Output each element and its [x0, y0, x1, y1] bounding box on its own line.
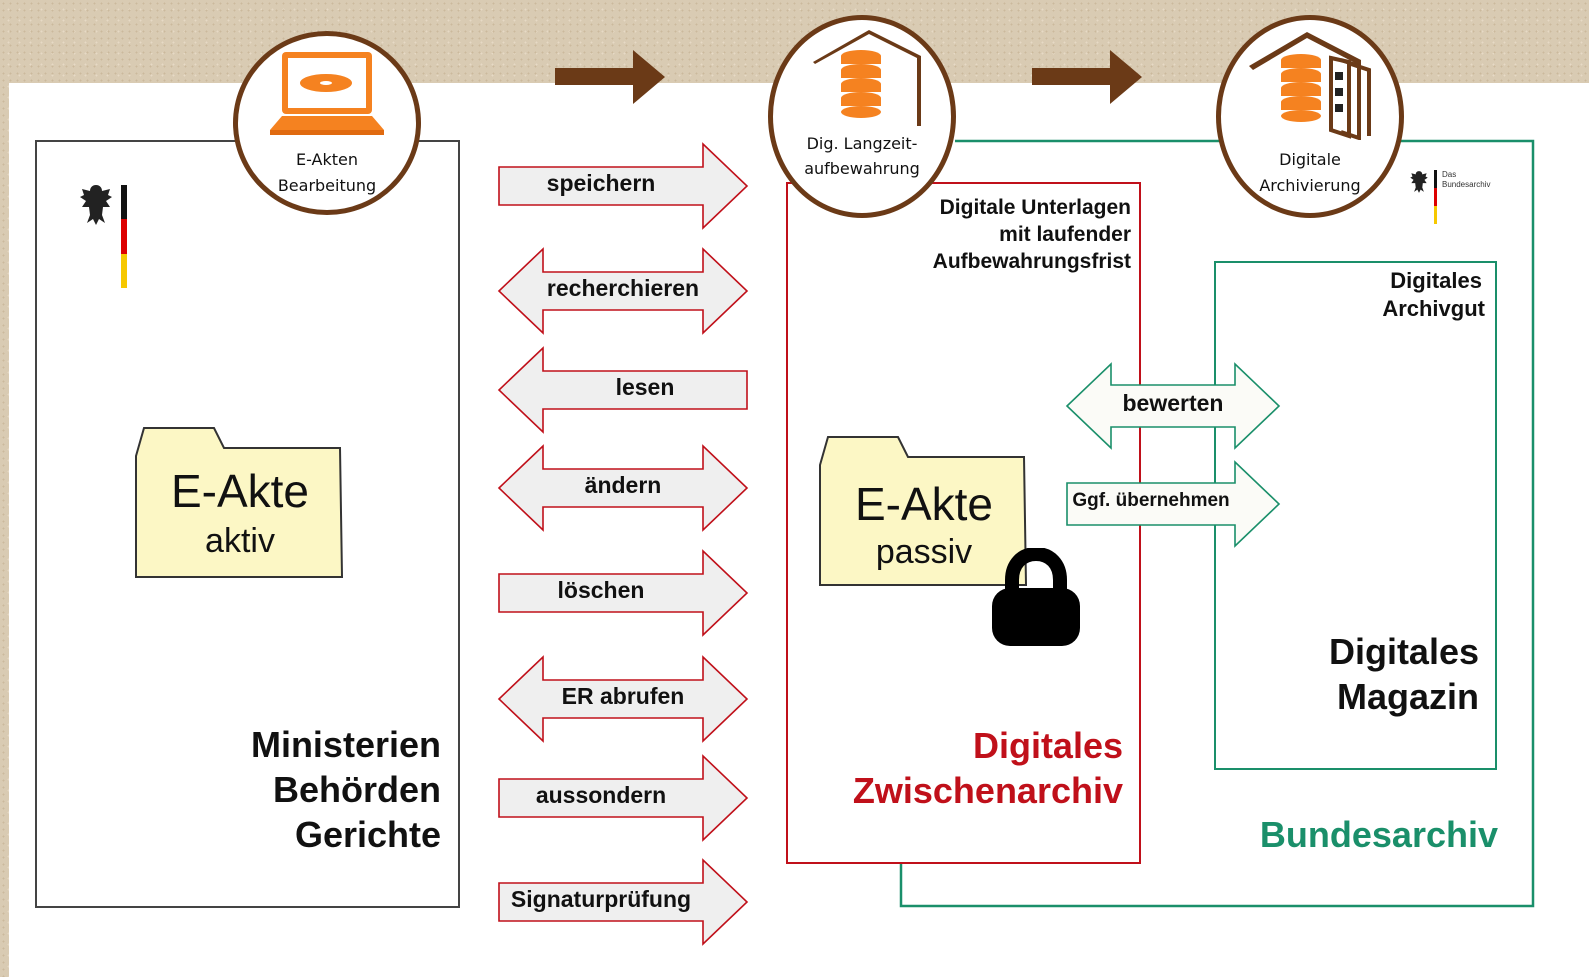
authorities-line-3: Gerichte [294, 814, 441, 855]
stage-storage-caption-1: Dig. Langzeit- [806, 134, 918, 153]
stage-circle-storage: Dig. Langzeit- aufbewahrung [768, 15, 956, 218]
stage-editing-caption-1: E-Akten [296, 150, 358, 169]
bundesarchiv-logo-line-2: Bundesarchiv [1442, 180, 1491, 189]
action-arrow-8 [498, 858, 749, 946]
zwischenarchiv-title-line-1: Digitales [972, 725, 1123, 766]
magazin-title-line-2: Magazin [1336, 676, 1479, 717]
archive-action-label-2: Ggf. übernehmen [1072, 490, 1230, 512]
action-arrow-2 [497, 247, 749, 335]
action-label-5: löschen [557, 576, 645, 603]
action-label-7: aussondern [535, 781, 667, 808]
magazin-title-line-1: Digitales [1328, 631, 1479, 672]
german-flag-stripe [121, 185, 127, 288]
action-label-6: ER abrufen [561, 682, 685, 709]
e-akte-passive-folder: E-Akte passiv [818, 433, 1030, 593]
archive-house-icon [1249, 32, 1371, 140]
authorities-line-1: Ministerien [250, 724, 441, 765]
zwischen-note-line-2: mit laufender [999, 223, 1131, 246]
laptop-icon [270, 52, 384, 135]
bundesarchiv-logo: Das Bundesarchiv [1408, 168, 1498, 224]
stage-editing-caption-2: Bearbeitung [277, 176, 377, 195]
storage-house-icon [813, 30, 921, 126]
authorities-line-2: Behörden [272, 769, 441, 810]
action-label-1: speichern [546, 169, 656, 196]
magazin-note-line-2: Archivgut [1382, 296, 1485, 321]
action-arrow-3 [497, 346, 748, 434]
archive-action-label-1: bewerten [1122, 389, 1224, 416]
e-akte-active-folder: E-Akte aktiv [134, 422, 346, 585]
zwischen-note-line-3: Aufbewahrungsfrist [932, 250, 1131, 273]
action-label-3: lesen [615, 373, 675, 400]
stage-circle-editing: E-Akten Bearbeitung [233, 31, 421, 215]
federal-eagle-small-icon [1410, 171, 1428, 193]
e-akte-passive-sub: passiv [875, 533, 973, 571]
action-arrow-1 [498, 142, 749, 230]
stage-storage-caption-2: aufbewahrung [804, 159, 920, 178]
action-label-4: ändern [584, 471, 662, 498]
bundesarchiv-logo-line-1: Das [1442, 170, 1457, 179]
action-arrow-5 [498, 549, 749, 637]
zwischen-note-line-1: Digitale Unterlagen [939, 196, 1131, 219]
magazin-note-line-1: Digitales [1390, 268, 1482, 293]
stage-circle-archiving: Digitale Archivierung [1216, 15, 1404, 218]
e-akte-passive-title: E-Akte [854, 478, 994, 530]
action-arrow-7 [498, 754, 749, 842]
zwischenarchiv-title-line-2: Zwischenarchiv [852, 770, 1123, 811]
archive-action-arrow-1 [1065, 362, 1281, 450]
action-arrow-6 [497, 655, 749, 743]
flow-arrow-1 [555, 50, 665, 104]
lock-icon [990, 546, 1082, 653]
e-akte-active-sub: aktiv [205, 522, 275, 560]
flow-arrow-2 [1032, 50, 1142, 104]
federal-eagle-icon [78, 183, 114, 232]
action-arrow-4 [497, 444, 749, 532]
stage-archiving-caption-1: Digitale [1279, 150, 1341, 169]
e-akte-active-title: E-Akte [170, 465, 310, 517]
archive-action-arrow-2 [1066, 460, 1281, 548]
action-label-8: Signaturprüfung [510, 885, 692, 912]
stage-archiving-caption-2: Archivierung [1259, 176, 1361, 195]
action-label-2: recherchieren [546, 274, 700, 301]
bundesarchiv-title: Bundesarchiv [1259, 814, 1498, 855]
